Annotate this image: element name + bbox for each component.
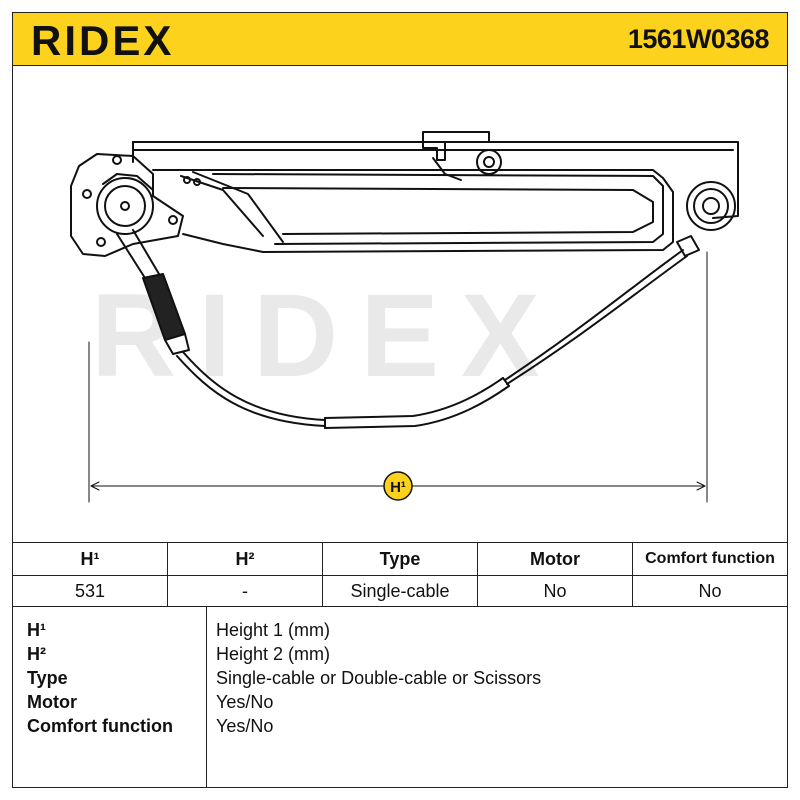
logo-text: RIDEX (31, 19, 174, 61)
cable-sleeve-left (182, 351, 326, 421)
legend-value: Single-cable or Double-cable or Scissors (216, 668, 542, 688)
header-h1: H¹ (12, 542, 168, 576)
top-clip (422, 131, 490, 161)
spec-table: H¹ H² Type Motor Comfort function 531 - … (12, 542, 788, 607)
header-type: Type (322, 542, 478, 576)
top-pulley (476, 149, 502, 175)
product-drawing: RIDEX (12, 66, 788, 542)
header-bar: RIDEX 1561W0368 (12, 12, 788, 66)
legend-value: Height 1 (mm) (216, 620, 331, 640)
value-h1: 531 (12, 575, 168, 607)
value-motor: No (477, 575, 633, 607)
cable-sleeve-center (324, 377, 504, 419)
header-h2: H² (167, 542, 323, 576)
legend-divider (206, 606, 207, 787)
cable-drum (96, 177, 154, 235)
h1-marker-label: H¹ (390, 479, 406, 496)
legend-key: Motor (27, 692, 77, 712)
value-type: Single-cable (322, 575, 478, 607)
window-regulator-diagram: RIDEX (70, 131, 739, 503)
end-pulley (686, 181, 736, 231)
part-number: 1561W0368 (627, 24, 770, 54)
value-comfort-function: No (632, 575, 788, 607)
h1-marker (383, 471, 413, 501)
header-motor: Motor (477, 542, 633, 576)
motor-bracket (70, 153, 184, 257)
legend-key: Type (27, 668, 68, 688)
legend-box: H¹ Height 1 (mm) H² Height 2 (mm) Type S… (12, 606, 788, 788)
ridex-logo: RIDEX (31, 19, 174, 61)
guide-rail-body (152, 169, 674, 253)
legend-value: Yes/No (216, 716, 274, 736)
rail-top (132, 141, 739, 219)
header-comfort-function: Comfort function (632, 542, 788, 576)
spec-table-header-row: H¹ H² Type Motor Comfort function (12, 542, 788, 576)
legend-value: Yes/No (216, 692, 274, 712)
legend-key: H² (27, 644, 46, 664)
legend-key: H¹ (27, 620, 46, 640)
legend-key: Comfort function (27, 716, 173, 736)
value-h2: - (167, 575, 323, 607)
spec-table-row: 531 - Single-cable No No (12, 575, 788, 607)
cable-sleeve-right (504, 249, 684, 381)
legend-value: Height 2 (mm) (216, 644, 331, 664)
